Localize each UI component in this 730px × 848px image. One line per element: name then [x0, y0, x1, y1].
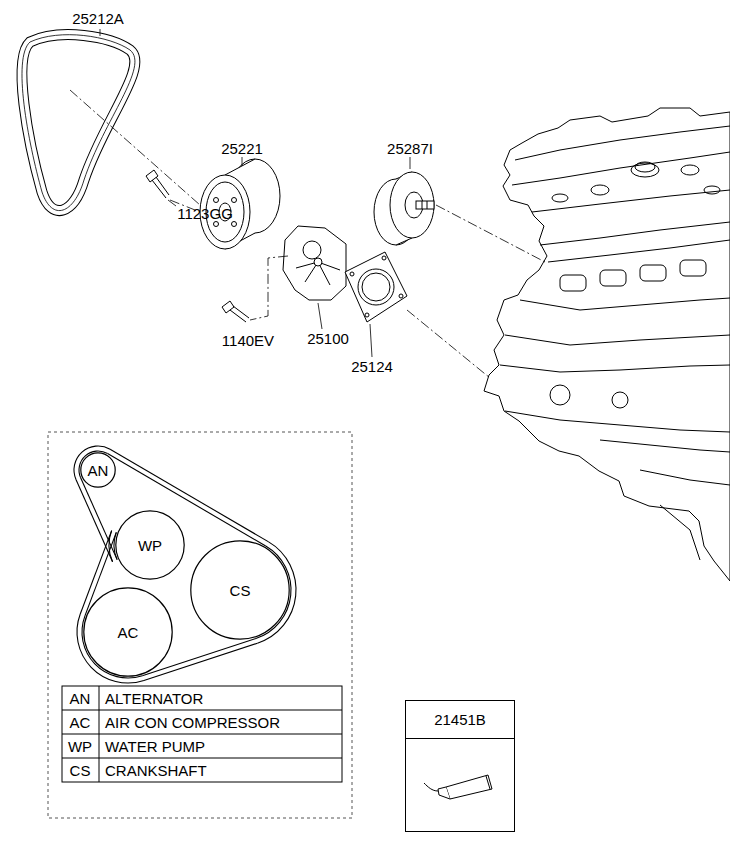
table-cell: CRANKSHAFT	[105, 762, 207, 779]
belt-wrap-arc	[74, 446, 110, 480]
callout-number: 1140EV	[222, 332, 274, 349]
legend-table-grid	[62, 686, 342, 782]
pulley-code: AN	[88, 462, 109, 479]
table-cell: CS	[70, 762, 91, 779]
engine-block	[484, 108, 730, 581]
pulley-circle: AN	[80, 452, 116, 488]
pulley-code: AC	[118, 624, 139, 641]
belt-outer-line	[74, 446, 296, 683]
pulley-circle: WP	[115, 510, 185, 580]
idler-part	[374, 172, 434, 245]
belt-layout-frame	[48, 432, 352, 818]
pulley-circle: CS	[190, 540, 290, 640]
callout-number: 1123GG	[177, 205, 233, 222]
sealant-tube-icon	[406, 739, 514, 829]
pulley-circle: AC	[83, 587, 173, 677]
table-cell: ALTERNATOR	[105, 690, 203, 707]
part-number: 21451B	[406, 701, 514, 739]
callout-number: 25100	[307, 330, 349, 347]
gasket-part	[345, 252, 407, 322]
assembly-line	[70, 90, 545, 378]
leader-line	[100, 29, 410, 357]
callout-number: 25124	[351, 358, 393, 375]
table-cell: WP	[68, 738, 92, 755]
part-box: 21451B	[405, 700, 515, 832]
pulley-code: WP	[138, 537, 162, 554]
table-cell: AN	[70, 690, 91, 707]
callout-number: 25212A	[72, 10, 124, 27]
belt-segment	[81, 478, 117, 560]
pulley-part	[200, 159, 280, 249]
callout-number: 25287I	[387, 140, 433, 157]
water-pump-part	[283, 226, 346, 300]
table-cell: AC	[70, 714, 91, 731]
callout-number: 25221	[221, 140, 263, 157]
table-cell: WATER PUMP	[105, 738, 205, 755]
table-cell: AIR CON COMPRESSOR	[105, 714, 280, 731]
belt-outer-line	[76, 480, 112, 562]
drive-belt-part	[22, 35, 135, 211]
pulley-code: CS	[230, 582, 251, 599]
bolt-part	[146, 170, 249, 322]
